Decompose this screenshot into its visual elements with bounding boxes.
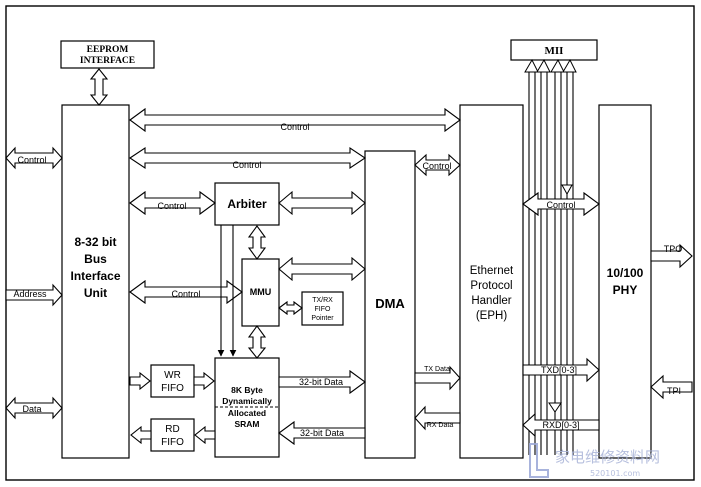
sram-line1: 8K Byte bbox=[231, 385, 263, 395]
phy-block: 10/100 PHY bbox=[598, 104, 652, 459]
tpo-arrow bbox=[650, 243, 693, 269]
rd-fifo-line2: FIFO bbox=[161, 437, 184, 448]
fifo-pointer-line1: TX/RX bbox=[312, 297, 333, 304]
dma-eph-control-arrow bbox=[414, 153, 461, 177]
fifo-pointer-line3: Pointer bbox=[311, 315, 334, 322]
eph-label-line2: Protocol bbox=[470, 280, 512, 292]
phy-label-line1: 10/100 bbox=[607, 266, 644, 280]
rd-fifo-block: RD FIFO bbox=[150, 418, 195, 452]
rxd-label: RXD[0-3] bbox=[542, 420, 579, 430]
wr-fifo-block: WR FIFO bbox=[150, 364, 195, 398]
sram-line4: SRAM bbox=[234, 419, 259, 429]
dma-block: DMA bbox=[364, 150, 416, 459]
bus-eph-control-arrow bbox=[129, 107, 461, 133]
ext-address-label: Address bbox=[13, 289, 47, 299]
rxd-arrow bbox=[522, 412, 600, 438]
tpo-label: TPO bbox=[664, 244, 683, 254]
data-ext-arrow bbox=[5, 396, 63, 420]
fifo-pointer-line2: FIFO bbox=[315, 306, 331, 313]
txd-arrow bbox=[522, 357, 600, 383]
dma-eph-tx-arrow bbox=[414, 365, 461, 391]
dma-eph-control-label: Control bbox=[422, 161, 451, 171]
mmu-fifo-pointer-arrow bbox=[278, 300, 303, 316]
mmu-block: MMU bbox=[241, 258, 280, 327]
mii-block: MII bbox=[510, 39, 598, 61]
arbiter-label: Arbiter bbox=[227, 197, 267, 211]
eeprom-label-line2: INTERFACE bbox=[80, 56, 135, 66]
control-ext-arrow bbox=[5, 146, 63, 170]
watermark-url: 520101.com bbox=[590, 469, 640, 478]
wr-fifo-line1: WR bbox=[164, 370, 181, 381]
tx-data-label: TX Data bbox=[424, 366, 450, 373]
bus-label-line4: Unit bbox=[84, 286, 107, 300]
bus-label-line2: Bus bbox=[84, 252, 107, 266]
bus-mmu-control-arrow bbox=[129, 279, 243, 305]
bus-arbiter-control-arrow bbox=[129, 190, 216, 216]
eph-phy-control-label: Control bbox=[546, 200, 575, 210]
eeprom-interface-block: EEPROM INTERFACE bbox=[60, 40, 155, 69]
eph-dma-rx-arrow bbox=[414, 405, 461, 431]
mmu-sram-arrow bbox=[247, 325, 267, 359]
bus-dma-control-arrow bbox=[129, 146, 366, 170]
sram-line2: Dynamically bbox=[222, 396, 272, 406]
ext-data-label: Data bbox=[22, 404, 41, 414]
watermark-name: 家电维修资料网 bbox=[555, 448, 660, 466]
eph-block: Ethernet Protocol Handler (EPH) bbox=[459, 104, 524, 459]
ext-control-label: Control bbox=[17, 155, 46, 165]
eph-label-line1: Ethernet bbox=[470, 265, 514, 277]
eph-phy-control-arrow bbox=[522, 191, 600, 217]
fifo-pointer-block: TX/RX FIFO Pointer bbox=[301, 291, 344, 326]
bus-arbiter-control-label: Control bbox=[157, 201, 186, 211]
eph-label-line3: Handler bbox=[471, 295, 511, 307]
outer-frame bbox=[5, 5, 695, 481]
sram-rd-fifo-arrow bbox=[194, 425, 216, 445]
bus-interface-unit-block: 8-32 bit Bus Interface Unit bbox=[61, 104, 130, 459]
sram-dma-data-label: 32-bit Data bbox=[299, 377, 343, 387]
bus-mmu-control-label: Control bbox=[171, 289, 200, 299]
sram-line3: Allocated bbox=[228, 408, 266, 418]
sram-block: 8K Byte Dynamically Allocated SRAM bbox=[214, 357, 280, 458]
mmu-label: MMU bbox=[250, 287, 272, 297]
arbiter-block: Arbiter bbox=[214, 182, 280, 226]
mii-bus-lines bbox=[524, 58, 577, 455]
eeprom-label-line1: EEPROM bbox=[87, 45, 129, 55]
dma-sram-data-arrow bbox=[278, 420, 366, 446]
eph-label-line4: (EPH) bbox=[476, 310, 507, 322]
rd-fifo-bus-arrow bbox=[130, 425, 152, 445]
wr-fifo-sram-arrow bbox=[193, 371, 215, 391]
bus-dma-control-label: Control bbox=[232, 160, 261, 170]
phy-label-line2: PHY bbox=[613, 283, 638, 297]
eeprom-bus-arrow bbox=[89, 68, 109, 106]
rd-fifo-line1: RD bbox=[165, 424, 179, 435]
dma-sram-data-label: 32-bit Data bbox=[300, 428, 344, 438]
address-ext-arrow bbox=[5, 283, 63, 307]
mii-label: MII bbox=[545, 45, 564, 57]
rx-data-label: RX Data bbox=[427, 422, 454, 429]
arbiter-dma-arrow bbox=[278, 190, 366, 216]
mmu-dma-arrow bbox=[278, 256, 366, 282]
sram-dma-data-arrow bbox=[278, 369, 366, 395]
tpi-arrow bbox=[650, 374, 693, 400]
arbiter-mmu-arrow bbox=[247, 225, 267, 260]
bus-label-line1: 8-32 bit bbox=[74, 235, 116, 249]
tpi-label: TPI bbox=[667, 386, 681, 396]
watermark: 家电维修资料网 520101.com bbox=[529, 443, 660, 478]
watermark-logo bbox=[529, 443, 549, 478]
wr-fifo-line2: FIFO bbox=[161, 383, 184, 394]
bus-eph-control-label: Control bbox=[280, 122, 309, 132]
txd-label: TXD[0-3] bbox=[541, 365, 577, 375]
dma-label: DMA bbox=[375, 296, 405, 311]
bus-wr-fifo-arrow bbox=[129, 371, 151, 391]
bus-label-line3: Interface bbox=[70, 269, 120, 283]
